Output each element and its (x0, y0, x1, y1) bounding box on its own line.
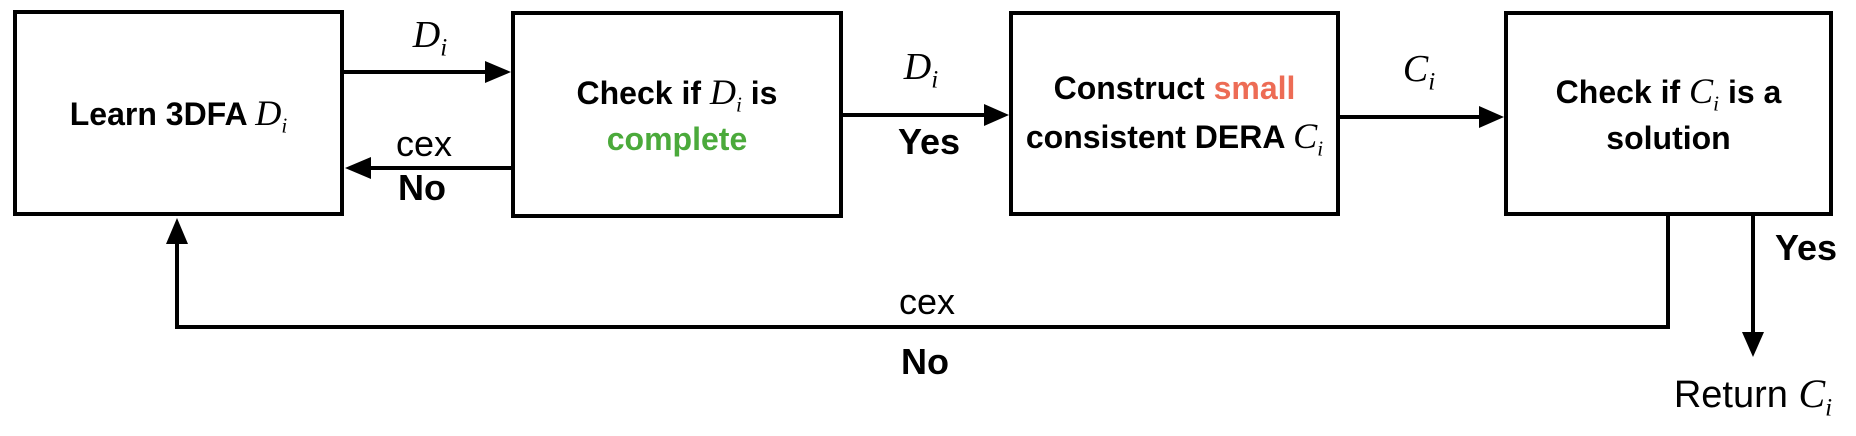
math-var: C (1293, 115, 1318, 156)
arrowhead-into-solution (1479, 106, 1504, 128)
edge-label-di-mid: Di (903, 46, 938, 93)
math-subscript: i (281, 113, 288, 138)
math-var: D (709, 71, 737, 112)
arrowhead-into-construct (984, 104, 1009, 126)
edge-label-yes-mid: Yes (897, 121, 961, 162)
node-construct-dera: Construct small consistent DERA Ci (1009, 11, 1340, 216)
arrowhead-loop-into-learn (166, 218, 188, 244)
node-solution-line1: Check if Ci is a (1556, 66, 1782, 117)
node-learn-line: Learn 3DFA Di (70, 88, 288, 139)
math-subscript: i (1713, 91, 1720, 116)
node-construct-text-pre: Construct (1053, 69, 1214, 106)
node-construct-text-line2: consistent DERA (1025, 118, 1294, 155)
node-construct-line2: consistent DERA Ci (1026, 111, 1323, 162)
node-solution-text-pre: Check if (1555, 73, 1690, 110)
node-complete-line1: Check if Di is (577, 67, 778, 118)
math-subscript: i (440, 34, 448, 62)
return-result-label: Return Ci (1673, 371, 1832, 421)
arrowhead-return-down (1742, 332, 1764, 357)
node-solution-line2: solution (1606, 120, 1731, 157)
edge-label-cex-back: cex (395, 123, 453, 164)
edge-label-no-back: No (398, 167, 446, 208)
math-subscript: i (1428, 68, 1436, 96)
math-var: C (1689, 70, 1714, 111)
node-construct-keyword: small (1213, 69, 1296, 106)
math-var: D (412, 14, 441, 56)
node-solution-text-post: is a (1719, 73, 1782, 110)
edge-solution-to-learn-loop (175, 216, 1670, 329)
arrowhead-into-learn-cex (345, 157, 371, 179)
math-subscript: i (931, 66, 939, 94)
math-subscript: i (736, 92, 742, 117)
node-learn-3dfa: Learn 3DFA Di (13, 10, 344, 216)
return-text: Return (1673, 374, 1799, 416)
node-complete-text-pre: Check if (576, 74, 710, 111)
edge-label-no-loop: No (901, 341, 949, 382)
edge-label-di-top: Di (412, 14, 447, 61)
node-construct-line1: Construct small (1054, 66, 1296, 111)
node-check-complete: Check if Di is complete (511, 11, 843, 218)
node-complete-text-post: is (741, 74, 778, 111)
math-var: C (1402, 48, 1429, 90)
edge-label-yes-down: Yes (1774, 227, 1838, 268)
math-var: C (1798, 371, 1826, 416)
math-subscript: i (1317, 135, 1324, 160)
node-complete-keyword: complete (606, 121, 748, 158)
math-var: D (903, 46, 932, 88)
node-learn-text: Learn 3DFA (69, 95, 256, 132)
arrowhead-into-complete (485, 61, 511, 83)
edge-label-cex-loop: cex (898, 281, 956, 322)
edge-label-ci: Ci (1402, 48, 1435, 95)
math-subscript: i (1825, 394, 1833, 422)
node-check-solution: Check if Ci is a solution (1504, 11, 1833, 216)
math-var: D (255, 92, 282, 133)
